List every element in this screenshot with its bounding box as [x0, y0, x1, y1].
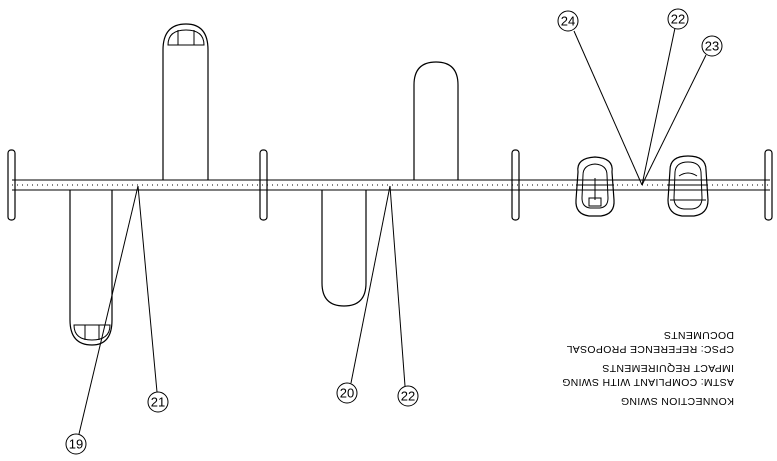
swing-1-upper — [162, 23, 209, 180]
swing-3-seat-left — [575, 156, 615, 217]
callout-20-label: 20 — [340, 386, 354, 401]
note-line-astm: ASTM: COMPLIANT WITH SWING — [562, 376, 734, 388]
beam-clamp-2 — [259, 149, 268, 221]
beam-clamp-1 — [7, 149, 16, 221]
beam-clamps — [7, 149, 773, 221]
note-line-cpsc: CPSC: REFERENCE PROPOSAL — [566, 343, 734, 355]
swing-2-upper — [413, 61, 459, 180]
callout-22-top: 22 — [667, 8, 689, 30]
swing-3-seat-right — [667, 155, 709, 217]
beam-clamp-3 — [511, 149, 520, 221]
note-line-documents: DOCUMENTS — [664, 329, 734, 341]
callout-22-bottom-label: 22 — [401, 389, 415, 404]
top-beam — [12, 179, 770, 191]
note-line-konnection-swing: KONNECTION SWING — [621, 395, 734, 407]
callout-23-label: 23 — [705, 39, 719, 54]
callout-23: 23 — [701, 35, 723, 57]
notes-block: KONNECTION SWING ASTM: COMPLIANT WITH SW… — [562, 329, 734, 407]
callout-22-bottom: 22 — [397, 385, 419, 407]
swing-1-lower — [69, 190, 113, 346]
callout-19-label: 19 — [69, 437, 83, 452]
note-line-impact: IMPACT REQUIREMENTS — [602, 362, 734, 374]
callout-21: 21 — [147, 391, 169, 413]
beam-clamp-4 — [764, 149, 773, 221]
callout-24: 24 — [557, 10, 579, 32]
callout-19: 19 — [65, 433, 87, 455]
leader-lines — [78, 27, 707, 435]
callout-24-label: 24 — [561, 14, 575, 29]
callout-20: 20 — [336, 382, 358, 404]
swing-2-lower — [321, 190, 367, 307]
callout-21-label: 21 — [151, 395, 165, 410]
callout-22-top-label: 22 — [671, 12, 685, 27]
